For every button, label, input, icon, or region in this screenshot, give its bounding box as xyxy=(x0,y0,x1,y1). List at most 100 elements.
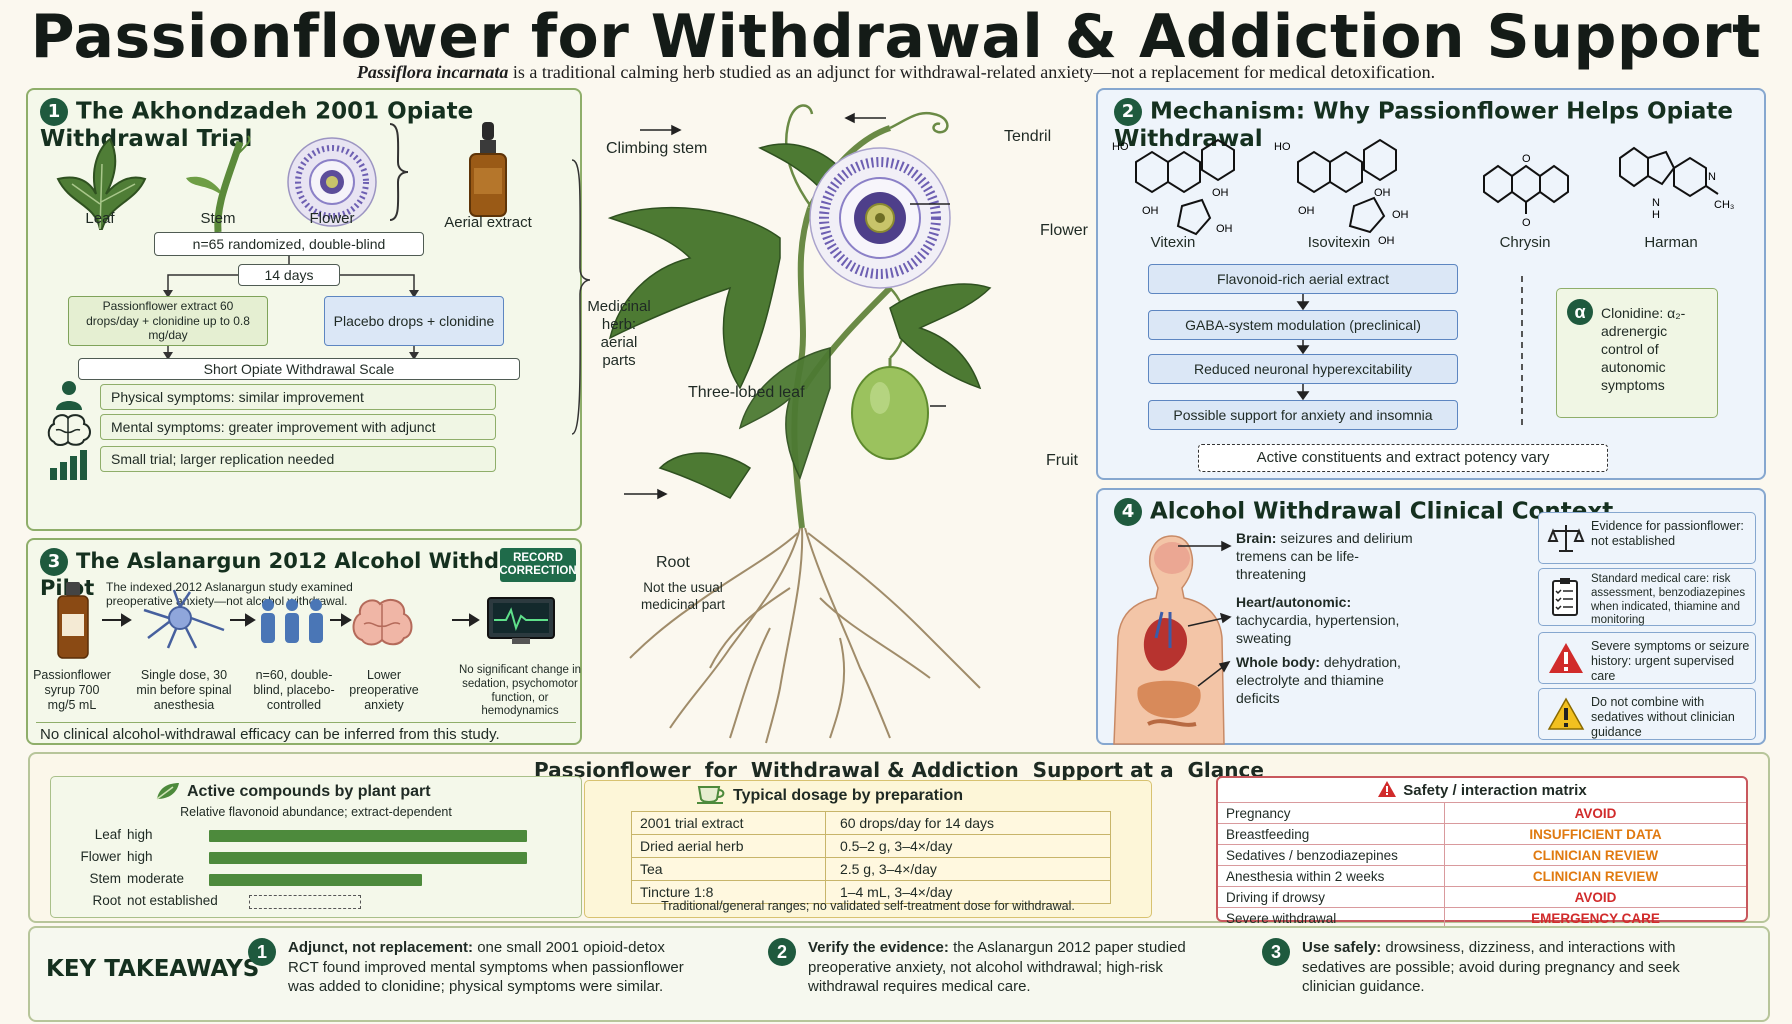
severe-symptoms-text: Severe symptoms or seizure history: urge… xyxy=(1591,639,1750,683)
page-subtitle: Passiflora incarnata is a traditional ca… xyxy=(0,62,1792,83)
leaf-icon xyxy=(56,137,147,230)
safety-item-cell: Pregnancy xyxy=(1218,802,1445,824)
flower-icon xyxy=(287,137,377,227)
active-arm-box: Passionflower extract 60 drops/day + clo… xyxy=(68,296,268,346)
label-root: Root xyxy=(656,554,690,571)
safety-verdict-cell: EMERGENCY CARE xyxy=(1444,907,1746,928)
svg-text:OH: OH xyxy=(1142,205,1159,217)
safety-item-cell: Anesthesia within 2 weeks xyxy=(1218,865,1445,887)
duration-box: 14 days xyxy=(238,264,340,286)
flow-arrows xyxy=(163,256,419,360)
dose-cell: 1–4 mL, 3–4×/day xyxy=(824,880,1112,904)
scale-icon xyxy=(1547,525,1585,552)
compound-level-label: not established xyxy=(127,893,218,908)
context-heart: Heart/autonomic: tachycardia, hypertensi… xyxy=(1236,594,1400,646)
takeaway-text: Adjunct, not replacement: one small 2001… xyxy=(288,939,684,995)
chain-step-gaba: GABA-system modulation (preclinical) xyxy=(1148,310,1458,340)
takeaway-number: 1 xyxy=(248,938,276,966)
label-flower: Flower xyxy=(1040,222,1089,239)
dosage-title: Typical dosage by preparation xyxy=(733,787,963,804)
person-icon xyxy=(56,381,82,410)
at-a-glance-panel: Passionflower for Withdrawal & Addiction… xyxy=(28,752,1770,928)
panel-number: 2 xyxy=(1114,98,1142,126)
human-anatomy-illustration xyxy=(1113,535,1225,745)
standard-care-card: Standard medical care: risk assessment, … xyxy=(1538,568,1756,626)
preparation-cell: 2001 trial extract xyxy=(631,811,826,835)
syrup-bottle-icon xyxy=(57,582,89,659)
label-climbing-stem: Climbing stem xyxy=(606,140,708,157)
safety-verdict-cell: AVOID xyxy=(1444,886,1746,908)
stem-icon xyxy=(186,135,251,233)
part-label-leaf: Leaf xyxy=(85,210,115,227)
safety-verdict-cell: AVOID xyxy=(1444,802,1746,824)
safety-title-row: Safety / interaction matrix xyxy=(1218,780,1746,802)
compound-bar xyxy=(209,874,422,886)
monitor-icon xyxy=(487,597,555,644)
svg-text:H: H xyxy=(1652,209,1660,221)
preparation-cell: Dried aerial herb xyxy=(631,834,826,858)
part-label-flower: Flower xyxy=(309,210,355,227)
evidence-card: Evidence for passionflower: not establis… xyxy=(1538,512,1756,564)
safety-item-cell: Driving if drowsy xyxy=(1218,886,1445,908)
svg-text:HO: HO xyxy=(1112,141,1129,153)
step-no-change: No significant change in sedation, psych… xyxy=(458,664,582,718)
chain-arrows xyxy=(1296,276,1523,428)
sedatives-text: Do not combine with sedatives without cl… xyxy=(1591,695,1735,739)
label-root-note: Not the usual medicinal part xyxy=(640,580,726,612)
sedatives-card: Do not combine with sedatives without cl… xyxy=(1538,688,1756,740)
latin-name: Passiflora incarnata xyxy=(356,62,509,82)
subtitle-text: is a traditional calming herb studied as… xyxy=(508,62,1436,82)
takeaway-number: 2 xyxy=(768,938,796,966)
people-group-icon xyxy=(261,599,323,643)
clipboard-icon xyxy=(1552,578,1578,616)
record-correction-badge: RECORD CORRECTION xyxy=(499,548,577,582)
compounds-subtitle: Relative flavonoid abundance; extract-de… xyxy=(180,805,452,819)
safety-verdict-cell: CLINICIAN REVIEW xyxy=(1444,844,1746,866)
step-sample: n=60, double-blind, placebo-controlled xyxy=(253,668,335,712)
compound-part-label: Flower xyxy=(80,849,121,864)
dose-cell: 0.5–2 g, 3–4×/day xyxy=(824,834,1112,858)
compounds-box: Active compounds by plant part Relative … xyxy=(50,776,582,918)
step-outcome: Lower preoperative anxiety xyxy=(349,668,419,712)
svg-text:N: N xyxy=(1708,171,1716,183)
svg-text:HO: HO xyxy=(1274,141,1291,153)
svg-text:O: O xyxy=(1522,217,1531,229)
label-medicinal-herb: Medicinal herb: aerial parts xyxy=(587,298,651,369)
context-brain: Brain: seizures and delirium tremens can… xyxy=(1236,530,1413,582)
step-syrup: Passionflower syrup 700 mg/5 mL xyxy=(33,668,111,712)
brain-icon xyxy=(352,598,413,646)
alpha-icon: α xyxy=(1567,299,1593,325)
standard-care-text: Standard medical care: risk assessment, … xyxy=(1591,573,1746,627)
warning-icon xyxy=(1378,781,1397,797)
svg-text:N: N xyxy=(1652,197,1660,209)
compound-bar xyxy=(209,852,527,864)
compound-isovitexin: Isovitexin xyxy=(1307,234,1371,251)
svg-text:OH: OH xyxy=(1378,235,1395,247)
potency-note: Active constituents and extract potency … xyxy=(1198,444,1608,472)
brain-icon xyxy=(47,414,91,446)
compound-part-label: Root xyxy=(92,893,121,908)
caution-icon xyxy=(1547,697,1585,730)
chrysin-structure-icon: OO xyxy=(1483,153,1569,229)
result-mental: Mental symptoms: greater improvement wit… xyxy=(100,414,496,440)
takeaway-text: Verify the evidence: the Aslanargun 2012… xyxy=(808,939,1186,995)
compound-harman: Harman xyxy=(1644,234,1698,251)
dosage-box: Typical dosage by preparation 2001 trial… xyxy=(584,780,1152,918)
svg-text:OH: OH xyxy=(1212,187,1229,199)
svg-text:OH: OH xyxy=(1298,205,1315,217)
compound-chrysin: Chrysin xyxy=(1499,234,1551,251)
preparation-cell: Tea xyxy=(631,857,826,881)
warning-icon xyxy=(1549,643,1583,673)
takeaway-number: 3 xyxy=(1262,938,1290,966)
